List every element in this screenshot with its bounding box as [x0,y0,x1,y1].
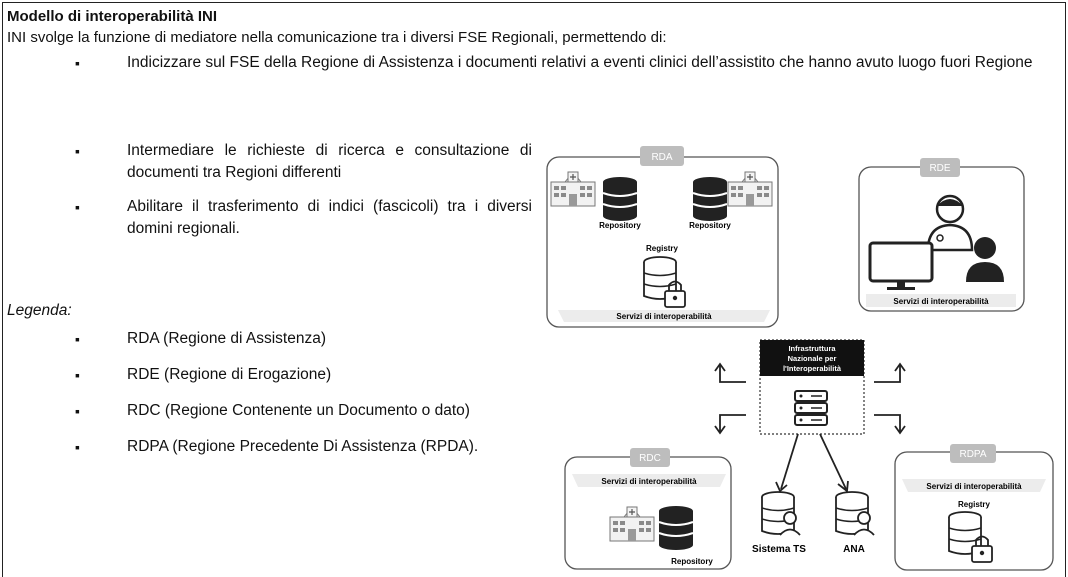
legend-item: RDA (Regione di Assistenza) [75,328,543,350]
rde-tag: RDE [929,163,950,174]
database-icon [692,176,728,222]
ini-label-line3: l'Interoperabilità [783,364,842,373]
database-icon [602,176,638,222]
monitor-icon [868,241,934,290]
patient-icon [966,237,1004,282]
legend-list: RDA (Regione di Assistenza) RDE (Regione… [75,328,543,458]
legend-title: Legenda: [7,302,72,319]
rdc-region: RDC Servizi di interoperabilità Reposito… [564,448,732,570]
ini-infrastructure: Infrastruttura Nazionale per l'Interoper… [759,339,865,435]
legend-item: RDE (Regione di Erogazione) [75,364,543,386]
services-label: Servizi di interoperabilità [926,482,1022,491]
rdpa-region: RDPA Servizi di interoperabilità Registr… [894,444,1054,571]
repository-label: Repository [599,221,641,230]
sistema-ts-label: Sistema TS [752,544,806,555]
function-list: Intermediare le richieste di ricerca e c… [75,140,532,240]
function-item: Intermediare le richieste di ricerca e c… [75,140,532,184]
ana-label: ANA [843,544,865,555]
rde-region: RDE Servizi di interoperabilità [858,158,1025,312]
rda-tag-background [640,146,684,166]
registry-label: Registry [646,244,679,253]
repository-label: Repository [689,221,731,230]
legend-item: RDPA (Regione Precedente Di Assistenza (… [75,436,543,458]
ini-label-line2: Nazionale per [788,354,837,363]
database-icon [658,505,694,551]
sistema-ts: Sistema TS [752,491,806,555]
rdpa-tag: RDPA [959,449,986,460]
server-icon [794,390,828,426]
function-item: Indicizzare sul FSE della Regione di Ass… [75,52,1060,74]
function-item: Abilitare il trasferimento di indici (fa… [75,196,532,240]
registry-label: Registry [958,500,991,509]
legend-item: RDC (Regione Contenente un Documento o d… [75,400,543,422]
services-label: Servizi di interoperabilità [601,477,697,486]
repository-label: Repository [671,557,713,566]
ana: ANA [835,491,875,555]
function-list-top: Indicizzare sul FSE della Regione di Ass… [75,52,1060,74]
rdc-tag: RDC [639,453,661,464]
intro-text: INI svolge la funzione di mediatore nell… [7,29,667,46]
doctor-icon [926,194,974,252]
services-label: Servizi di interoperabilità [616,312,712,321]
rda-tag: RDA [651,152,672,163]
section-title: Modello di interoperabilità INI [7,8,218,25]
connection-arrows [714,362,906,493]
rda-region: RDA Repository Repository Registry Servi… [546,146,779,328]
ini-label-line1: Infrastruttura [788,344,836,353]
services-label: Servizi di interoperabilità [893,297,989,306]
